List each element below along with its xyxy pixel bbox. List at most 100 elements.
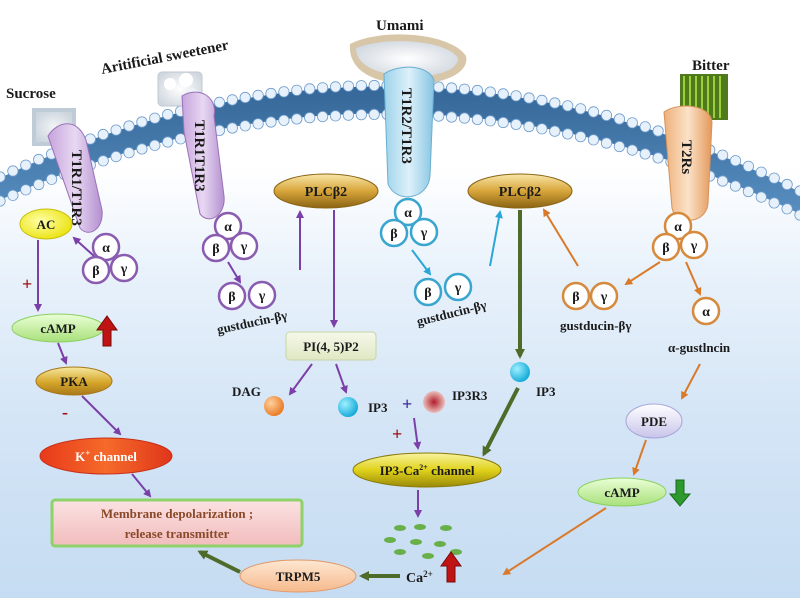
k-sup: + [85, 448, 90, 458]
ip3r3-molecule [423, 391, 445, 413]
lipid-head [497, 116, 509, 129]
gustducin-dimer-artificial: β γ [217, 280, 277, 311]
receptor-t1r1t1r3-artificial: T1R1T1R3 [181, 91, 225, 220]
umami-label: Umami [376, 18, 424, 34]
subunit-alpha: α [404, 206, 412, 221]
lipid-head [7, 165, 19, 177]
arrow-umami-gprotein-to-dimer [411, 249, 432, 276]
lipid-head [265, 116, 277, 128]
lipid-head [626, 144, 638, 156]
arrow-trpm5-to-membrane [197, 550, 241, 574]
receptor-t1r1-t1r3-sucrose: T1R1/T1R3 [47, 123, 103, 233]
membrane-line-1: Membrane depolarization ; [101, 506, 253, 521]
subunit-beta: β [92, 264, 99, 279]
lipid-head [742, 185, 755, 198]
arrow-gprotein-to-ac [72, 236, 95, 257]
lipid-head [304, 83, 316, 95]
lipid-head [510, 90, 522, 102]
lipid-head [445, 111, 458, 123]
lipid-head [433, 110, 445, 122]
lipid-head [0, 195, 6, 207]
camp-node-bitter: cAMP [577, 477, 667, 507]
lipid-head [445, 82, 458, 94]
arrow-bitter-dimer-to-plc [542, 208, 579, 267]
svg-text:IP3-Ca2+ channel: IP3-Ca2+ channel [380, 463, 475, 478]
lipid-head [329, 110, 342, 122]
lipid-head [549, 125, 561, 137]
lipid-head [239, 91, 251, 104]
g-protein-bitter: α β γ [651, 211, 709, 262]
alpha-gustducin-label: α-gustlncin [668, 340, 731, 355]
svg-text:PLCβ2: PLCβ2 [305, 185, 347, 200]
lipid-head [639, 148, 651, 160]
lipid-head [562, 100, 574, 112]
arrow-k-to-membrane [131, 473, 152, 498]
subunit-beta: β [390, 227, 397, 242]
sucrose-label: Sucrose [6, 86, 56, 102]
k-channel-node: K+ channel [39, 437, 173, 475]
camp-down-arrow-icon [668, 479, 692, 507]
lipid-head [729, 180, 742, 192]
lipid-head [368, 79, 380, 92]
ip3-channel-sup: 2+ [419, 463, 428, 472]
svg-text:PLCβ2: PLCβ2 [499, 185, 541, 200]
lipid-head [652, 125, 664, 137]
subunit-gamma: γ [600, 290, 608, 305]
svg-text:AC: AC [37, 217, 56, 232]
gustducin-dimer-bitter: β γ α [561, 281, 721, 326]
svg-text:PDE: PDE [641, 414, 667, 429]
lipid-head [716, 149, 729, 161]
lipid-head [136, 116, 148, 128]
subunit-beta: β [212, 242, 219, 257]
lipid-head [433, 81, 445, 93]
membrane-depolarization-box: Membrane depolarization ; release transm… [50, 498, 304, 548]
k-rest: channel [90, 449, 137, 464]
lipid-head [97, 155, 109, 167]
lipid-head [523, 92, 535, 104]
receptor-t2rs-bitter: T2Rs [663, 105, 713, 221]
ip3-molecule-right [510, 362, 530, 382]
arrow-ip3r3-to-channel [413, 417, 422, 450]
ip3-left-label: IP3 [368, 400, 388, 415]
ip3-molecule-left [338, 397, 358, 417]
lipid-head [316, 111, 329, 123]
calcium-ions [384, 524, 462, 559]
lipid-head [304, 112, 316, 124]
lipid-head [768, 172, 780, 184]
calcium-up-arrow-icon [440, 551, 462, 583]
subunit-beta: β [662, 241, 669, 256]
lipid-head [20, 184, 32, 196]
minus-sign-pka: - [62, 402, 68, 422]
camp-node-sweet: cAMP [11, 313, 105, 343]
lipid-head [781, 178, 793, 191]
lipid-head [458, 83, 471, 95]
lipid-head [110, 124, 122, 136]
lipid-head [0, 171, 6, 183]
ac-node: AC [19, 208, 73, 240]
bitter-label: Bitter [692, 58, 730, 74]
lipid-head [278, 86, 290, 98]
lipid-head [162, 109, 174, 121]
g-protein-artificial: α β γ [201, 211, 259, 263]
g-protein-sucrose: α β γ [81, 232, 139, 285]
lipid-head [768, 197, 780, 209]
arrow-bitter-gprotein-to-alpha [685, 261, 702, 296]
receptor-label-umami: T1R2/T1R3 [398, 88, 414, 164]
lipid-head [587, 134, 600, 146]
lipid-head [368, 108, 380, 121]
receptor-t1r2-t1r3-umami: T1R2/T1R3 [383, 66, 435, 198]
arrow-camp-to-calcium [502, 507, 607, 576]
pathway-arrows [34, 208, 702, 581]
pip2-node: PI(4, 5)P2 [285, 331, 377, 361]
lipid-head [110, 151, 122, 163]
ip3-right-label: IP3 [536, 384, 556, 399]
lipid-head [742, 160, 755, 172]
lipid-head [123, 147, 135, 159]
pka-node: PKA [35, 366, 113, 396]
lipid-head [213, 96, 225, 109]
receptor-label-sucrose: T1R1/T1R3 [68, 150, 84, 226]
lipid-head [639, 121, 651, 133]
arrow-ip3-to-channel [482, 387, 520, 457]
